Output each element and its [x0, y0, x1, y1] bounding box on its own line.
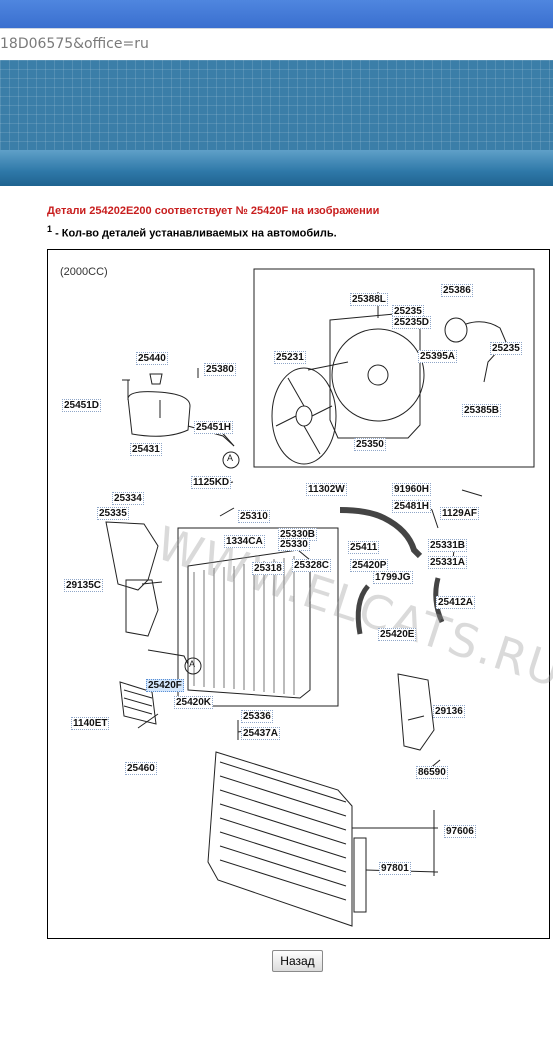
- part-label[interactable]: 25335: [97, 507, 129, 520]
- parts-diagram[interactable]: (2000CC) WWW.ELCATS.RU A A 25388L 25386 …: [47, 249, 553, 939]
- quantity-note: 1 - Кол-во деталей устанавливаемых на ав…: [47, 224, 337, 240]
- part-label[interactable]: 25451D: [62, 399, 102, 412]
- part-label[interactable]: 25350: [354, 438, 386, 451]
- part-label[interactable]: 25412A: [436, 596, 476, 609]
- part-label[interactable]: 25411: [348, 541, 380, 554]
- part-label[interactable]: 25481H: [392, 500, 432, 513]
- condenser: [207, 751, 353, 927]
- part-label[interactable]: 25331A: [428, 556, 468, 569]
- banner-band: [0, 150, 553, 186]
- part-label[interactable]: 1125KD: [191, 476, 232, 489]
- banner-grid-pattern: [0, 60, 553, 150]
- part-label[interactable]: 25420K: [174, 696, 214, 709]
- part-label[interactable]: 25235D: [392, 316, 432, 329]
- upper-hose: [339, 507, 423, 559]
- part-label[interactable]: 97606: [444, 825, 476, 838]
- part-label[interactable]: 25330: [278, 538, 310, 551]
- part-label[interactable]: 29135C: [64, 579, 104, 592]
- site-header-banner: [0, 60, 553, 186]
- circle-label-a: A: [227, 453, 234, 463]
- radiator-box: [177, 527, 339, 707]
- part-label[interactable]: 1799JG: [373, 571, 413, 584]
- lower-hose: [355, 584, 370, 635]
- part-label[interactable]: 29136: [433, 705, 465, 718]
- part-label[interactable]: 25310: [238, 510, 270, 523]
- coolant-reservoir: [127, 391, 191, 437]
- part-label[interactable]: 25431: [130, 443, 162, 456]
- shroud-fan-ring: [331, 328, 425, 422]
- part-label[interactable]: 25380: [204, 363, 236, 376]
- part-label[interactable]: 25440: [136, 352, 168, 365]
- part-label[interactable]: 97801: [379, 862, 411, 875]
- cooling-fan: [271, 367, 337, 465]
- part-label[interactable]: 25385B: [462, 404, 502, 417]
- part-label[interactable]: 25460: [125, 762, 157, 775]
- part-label[interactable]: 25231: [274, 351, 306, 364]
- part-label[interactable]: 25451H: [194, 421, 234, 434]
- part-label[interactable]: 25395A: [418, 350, 458, 363]
- note-superscript: 1: [47, 224, 53, 234]
- fan-shroud: [329, 311, 421, 439]
- part-label[interactable]: 91960H: [392, 483, 432, 496]
- part-label-highlighted[interactable]: 25420F: [146, 679, 184, 692]
- part-label[interactable]: 86590: [416, 766, 448, 779]
- part-label[interactable]: 25336: [241, 710, 273, 723]
- air-guard-right: [397, 673, 435, 751]
- browser-title-bar: [0, 0, 553, 28]
- fan-motor: [444, 317, 468, 343]
- part-match-info: Детали 254202E200 соответствует № 25420F…: [47, 205, 380, 217]
- note-text: - Кол-во деталей устанавливаемых на авто…: [52, 227, 337, 240]
- part-label[interactable]: 1334CA: [224, 535, 265, 548]
- fan-assembly-box: [253, 268, 535, 468]
- part-label[interactable]: 25420P: [350, 559, 389, 572]
- part-label[interactable]: 25388L: [350, 293, 388, 306]
- part-label[interactable]: 25386: [441, 284, 473, 297]
- part-label[interactable]: 25334: [112, 492, 144, 505]
- part-label[interactable]: 25420E: [378, 628, 417, 641]
- part-label[interactable]: 1129AF: [440, 507, 480, 520]
- part-label[interactable]: 25331B: [428, 539, 468, 552]
- part-label[interactable]: 25235: [392, 305, 424, 318]
- part-label[interactable]: 25318: [252, 562, 284, 575]
- address-text[interactable]: 18D06575&office=ru: [0, 36, 149, 52]
- part-label[interactable]: 25235: [490, 342, 522, 355]
- part-label[interactable]: 11302W: [306, 483, 347, 496]
- part-label[interactable]: 25437A: [241, 727, 281, 740]
- oil-cooler: [119, 681, 157, 725]
- ref-circle-a: [222, 451, 240, 469]
- part-label[interactable]: 25328C: [292, 559, 332, 572]
- part-label[interactable]: 1140ET: [71, 717, 110, 730]
- ref-circle-a2: [184, 657, 202, 675]
- engine-caption: (2000CC): [60, 266, 108, 278]
- address-bar[interactable]: 18D06575&office=ru: [0, 28, 553, 61]
- circle-label-a2: A: [189, 659, 196, 669]
- receiver-drier: [353, 837, 367, 913]
- back-button[interactable]: Назад: [272, 950, 323, 972]
